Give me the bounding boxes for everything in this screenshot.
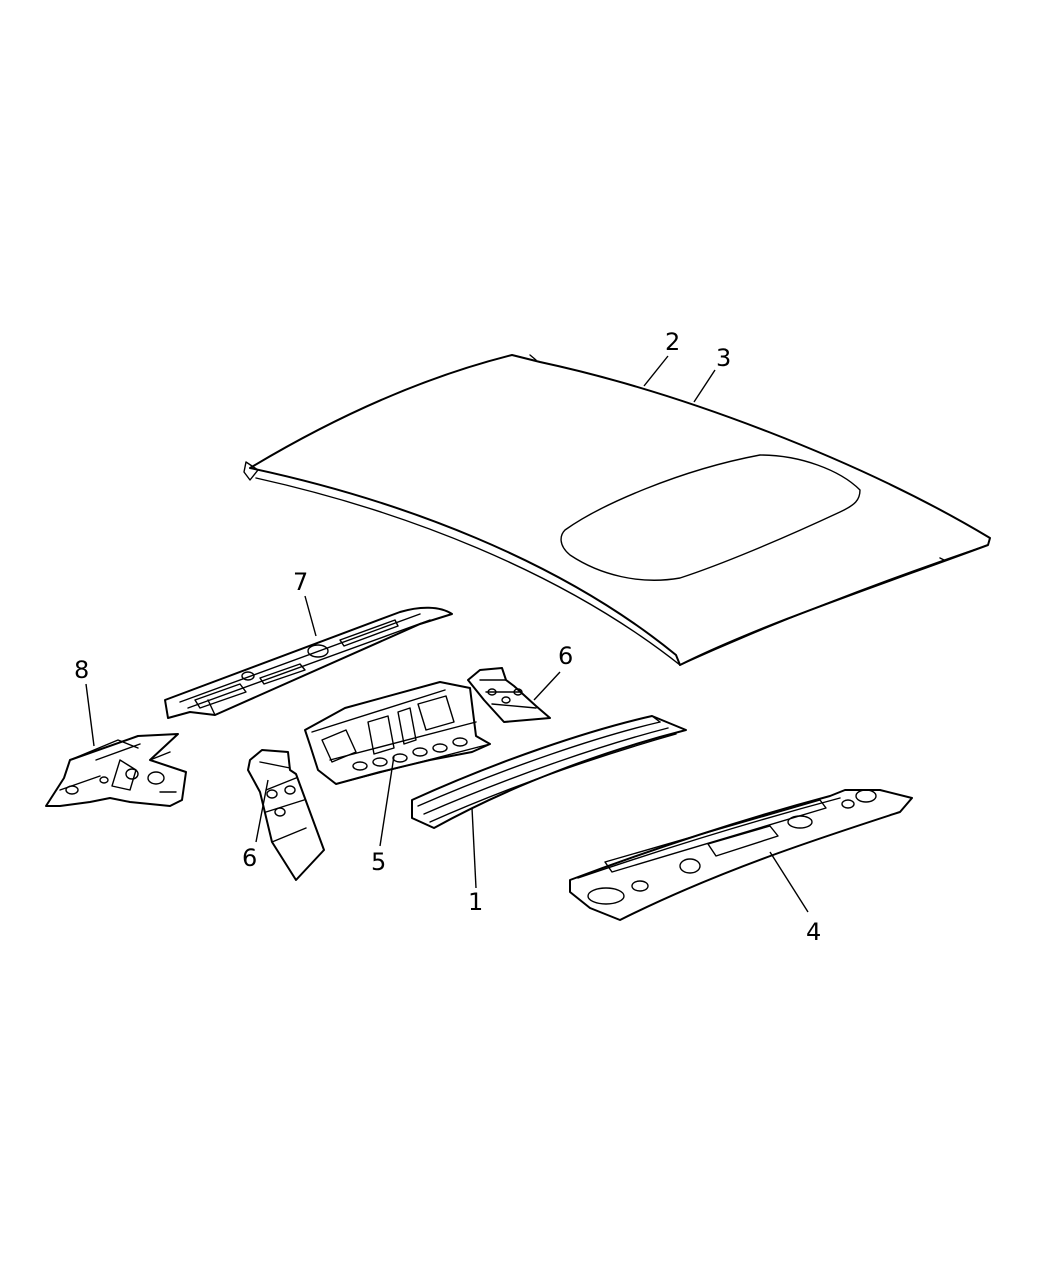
callout-5: 5 [371,848,386,876]
callout-1: 1 [468,888,483,916]
front-corner-bracket[interactable] [45,733,187,807]
callout-3: 3 [716,344,731,372]
roof-bow-rail[interactable] [411,715,687,829]
center-support-panel[interactable] [304,681,491,785]
callout-6-left: 6 [242,844,257,872]
leader-lines [85,355,809,913]
callout-4: 4 [806,918,821,946]
roof-panel[interactable] [243,354,991,666]
rear-header-panel[interactable] [569,789,913,921]
callout-8: 8 [74,656,89,684]
sunroof-opening [560,454,861,581]
callout-6-right: 6 [558,642,573,670]
bracket-right[interactable] [467,667,551,723]
bracket-left[interactable] [247,749,325,881]
callout-7: 7 [293,568,308,596]
front-header-panel[interactable] [164,606,453,719]
callout-2: 2 [665,328,680,356]
